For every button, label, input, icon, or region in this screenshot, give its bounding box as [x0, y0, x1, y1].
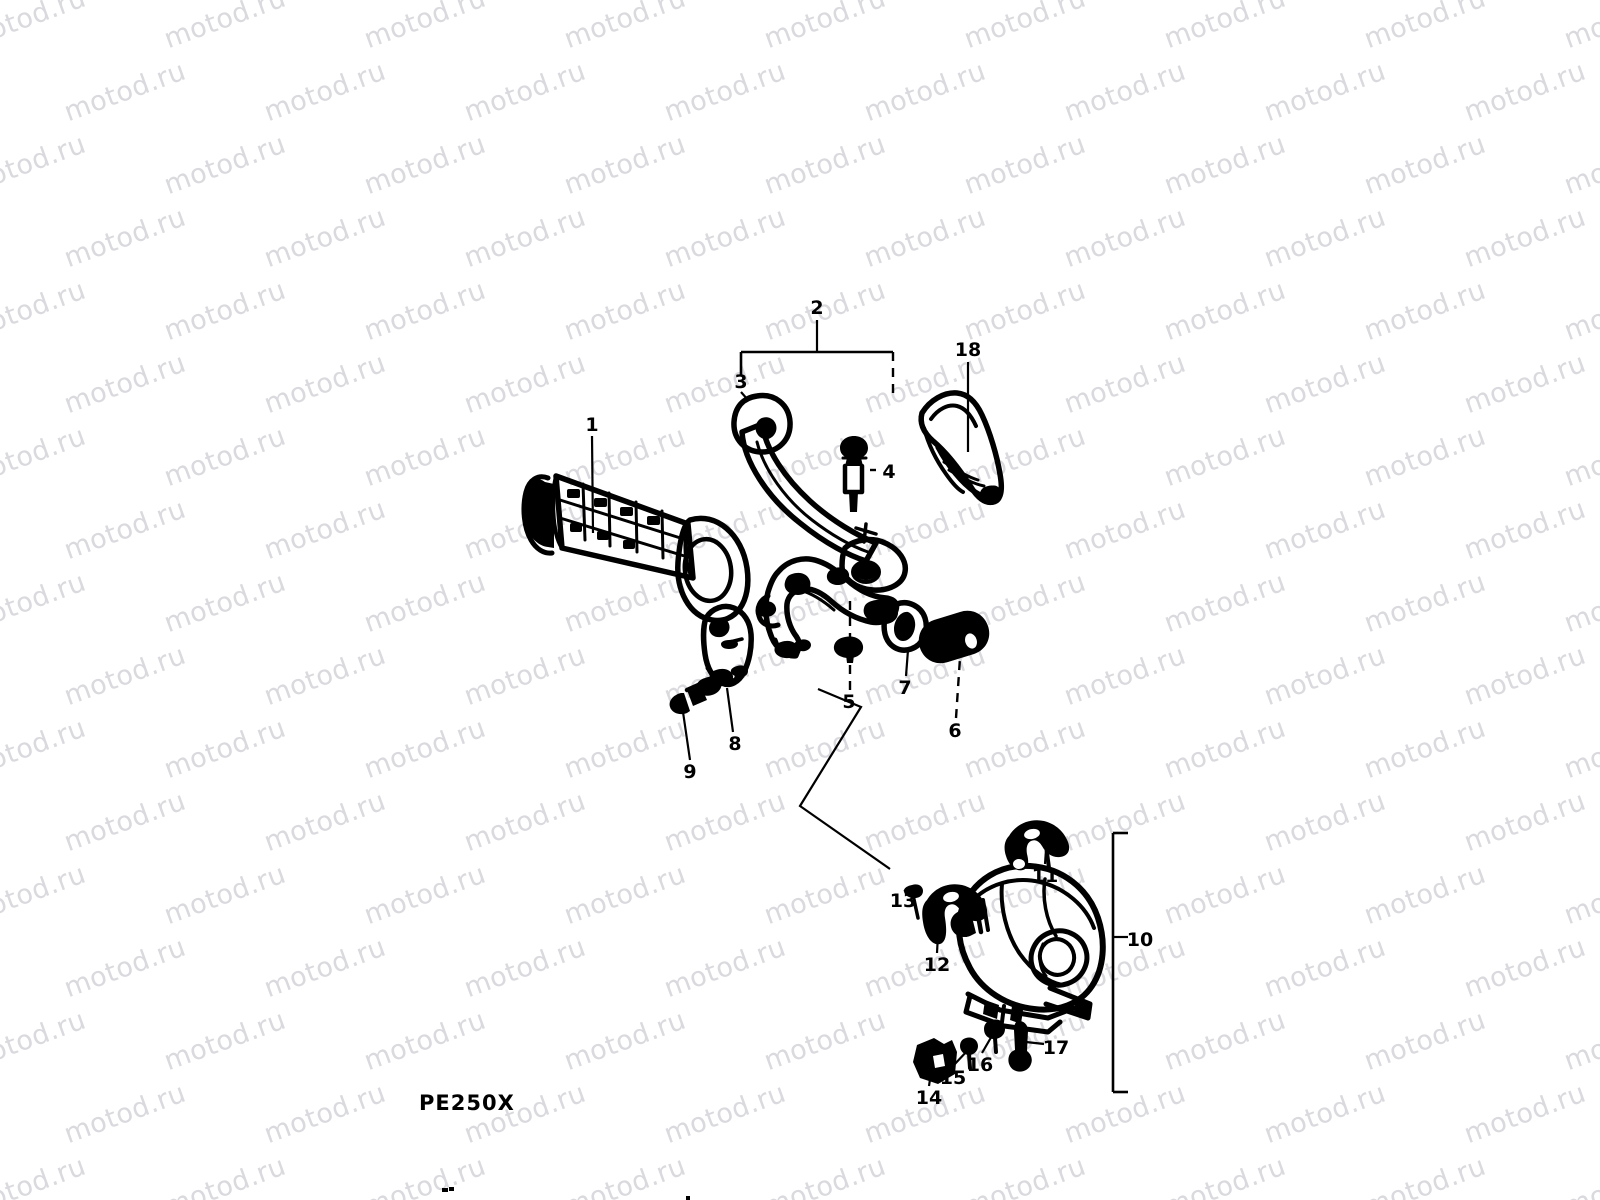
- scan-artifacts: [442, 1187, 690, 1200]
- part-lever-grip-cover: [918, 390, 1005, 506]
- callout-number-7: 7: [898, 677, 911, 699]
- callout-number-5: 5: [842, 691, 855, 713]
- part-clamp-bolt: [669, 675, 722, 715]
- callout-number-17: 17: [1043, 1037, 1069, 1059]
- part-switch-terminal: [960, 1037, 978, 1070]
- callout-number-6: 6: [948, 720, 961, 742]
- part-switch-coupler: [913, 1038, 957, 1084]
- part-handlebar-grip: [521, 473, 751, 624]
- part-lever-holder-perch: [755, 556, 900, 659]
- callout-number-2: 2: [810, 297, 823, 319]
- callout-number-14: 14: [916, 1087, 942, 1109]
- callout-number-10: 10: [1127, 929, 1153, 951]
- callout-number-18: 18: [955, 339, 981, 361]
- callout-number-8: 8: [728, 733, 741, 755]
- part-switch-knob: [1008, 1020, 1032, 1072]
- model-code-label: PE250X: [419, 1091, 515, 1115]
- callout-number-3: 3: [734, 371, 747, 393]
- callout-number-9: 9: [683, 761, 696, 783]
- part-lever-pivot-bolt: [840, 436, 868, 512]
- callout-number-15: 15: [940, 1067, 966, 1089]
- part-lever-holder-screw: [833, 636, 864, 663]
- part-clutch-lever: [731, 392, 909, 593]
- part-switch-lever-lower: [922, 884, 988, 945]
- part-switch-lever-screw: [904, 884, 923, 920]
- callout-number-13: 13: [890, 890, 916, 912]
- callout-leaders: [590, 320, 1128, 1094]
- part-lever-holder-clamp: [700, 603, 754, 688]
- callout-numbers: 1 2 3 4 5 6 7 8 9 10 11 12 13 14 15 16 1…: [585, 297, 1153, 1109]
- part-cable-adjuster-bolt: [918, 610, 990, 664]
- callout-number-12: 12: [924, 954, 950, 976]
- callout-number-4: 4: [882, 461, 895, 483]
- part-switch-lever-upper: [1004, 820, 1070, 871]
- part-adjuster-lock-nut: [881, 600, 929, 653]
- callout-number-1: 1: [585, 414, 598, 436]
- callout-number-11: 11: [1032, 865, 1058, 887]
- part-switch-screw: [984, 1019, 1005, 1054]
- callout-number-16: 16: [967, 1054, 993, 1076]
